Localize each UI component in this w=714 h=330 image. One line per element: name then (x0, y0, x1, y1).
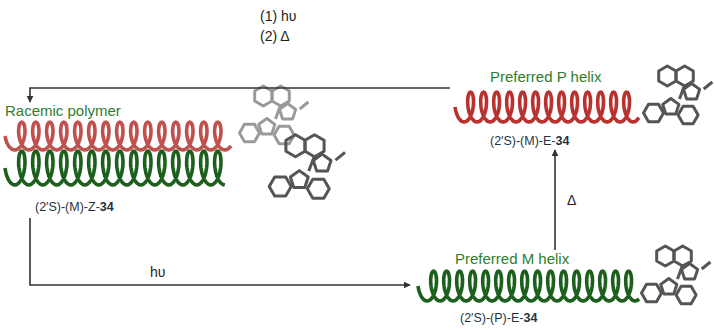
molecule-ring (259, 119, 275, 134)
double-bond (679, 85, 684, 99)
methyl-bond (702, 262, 711, 269)
molecule-ring (313, 154, 331, 171)
reaction-arrow (30, 88, 450, 102)
red-helix (5, 122, 231, 150)
molecule-ring (659, 66, 676, 86)
molecule-ring (274, 126, 294, 143)
molecule-ring (678, 106, 698, 123)
helix-group: Preferred P helix (2′S)-(M)-E-34 (450, 68, 640, 150)
double-bond (309, 156, 315, 171)
molecule-ring (661, 279, 677, 294)
reaction-arrow (554, 150, 556, 250)
helix-label: Preferred M helix (455, 250, 569, 267)
methyl-bond (704, 82, 713, 89)
molecule-ring (676, 286, 696, 303)
molecule-ring (255, 86, 272, 106)
molecule-ring (644, 104, 664, 121)
molecule-ring (657, 246, 674, 266)
compound-label: (2′S)-(M)-E-34 (490, 134, 569, 148)
molecule-ring (290, 171, 308, 188)
molecule-ring (269, 177, 291, 196)
red-helix (455, 92, 639, 122)
double-bond (275, 105, 280, 119)
methyl-bond (335, 152, 345, 160)
helix-label: Racemic polymer (5, 102, 121, 119)
molecule-ring (307, 179, 329, 198)
reaction-arrow (30, 218, 410, 285)
molecule-ring (240, 124, 260, 141)
green-helix (418, 271, 639, 301)
molecule-ring (663, 99, 679, 114)
double-bond (677, 265, 682, 279)
compound-label: (2′S)-(P)-E-34 (460, 311, 537, 325)
methyl-bond (300, 102, 309, 109)
molecule-ring (642, 284, 662, 301)
helix-group: Preferred M helix (2′S)-(P)-E-34 (410, 250, 640, 328)
condition-label: Δ (565, 190, 578, 210)
compound-label: (2′S)-(M)-Z-34 (35, 200, 114, 214)
condition-label: hυ (148, 262, 167, 282)
molecule-ring (286, 135, 305, 157)
helix-group: Racemic polymer (2′S)-(M)-Z-34 (5, 102, 227, 218)
green-helix (5, 151, 225, 185)
condition-label: (1) hυ (2) Δ (258, 6, 310, 47)
helix-label: Preferred P helix (490, 68, 601, 85)
